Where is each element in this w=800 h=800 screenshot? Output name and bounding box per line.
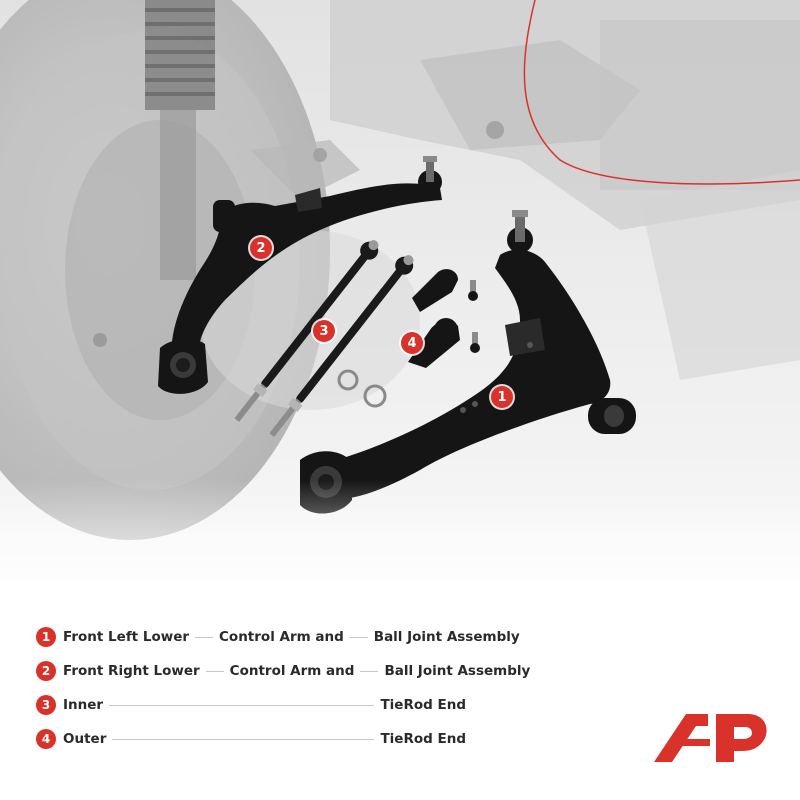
- legend-text: Control Arm and: [219, 629, 344, 645]
- inner-tie-rod-ends: [234, 240, 414, 437]
- legend-text: Control Arm and: [229, 663, 355, 679]
- callout-marker-4: 4: [401, 332, 423, 354]
- legend-row: 4 Outer TieRod End: [36, 722, 466, 756]
- legend-text: TieRod End: [380, 697, 466, 713]
- image-fade: [0, 480, 800, 600]
- legend-divider: [349, 636, 368, 638]
- brand-logo: [654, 714, 767, 762]
- legend-row: 1 Front Left Lower Control Arm and Ball …: [36, 620, 520, 654]
- legend-number: 3: [36, 695, 56, 715]
- legend-text: Ball Joint Assembly: [384, 663, 531, 679]
- front-right-lower-control-arm: [158, 156, 442, 394]
- legend-number: 2: [36, 661, 56, 681]
- parts-legend: 1 Front Left Lower Control Arm and Ball …: [36, 620, 530, 756]
- legend-text: Outer: [63, 731, 107, 747]
- callout-marker-3: 3: [313, 320, 335, 342]
- legend-number: 1: [36, 627, 56, 647]
- legend-text: TieRod End: [380, 731, 466, 747]
- legend-divider: [360, 670, 379, 672]
- legend-row: 3 Inner TieRod End: [36, 688, 466, 722]
- product-photo: [0, 0, 800, 580]
- legend-text: Ball Joint Assembly: [373, 629, 520, 645]
- legend-text: Front Right Lower: [63, 663, 200, 679]
- callout-marker-1: 1: [491, 386, 513, 408]
- legend-divider: [205, 670, 224, 672]
- legend-divider: [109, 704, 375, 706]
- legend-text: Front Left Lower: [63, 629, 190, 645]
- legend-text: Inner: [63, 697, 104, 713]
- legend-divider: [195, 636, 214, 638]
- legend-divider: [112, 738, 375, 740]
- legend-number: 4: [36, 729, 56, 749]
- outer-tie-rod-ends: [408, 269, 480, 368]
- callout-marker-2: 2: [250, 237, 272, 259]
- legend-row: 2 Front Right Lower Control Arm and Ball…: [36, 654, 530, 688]
